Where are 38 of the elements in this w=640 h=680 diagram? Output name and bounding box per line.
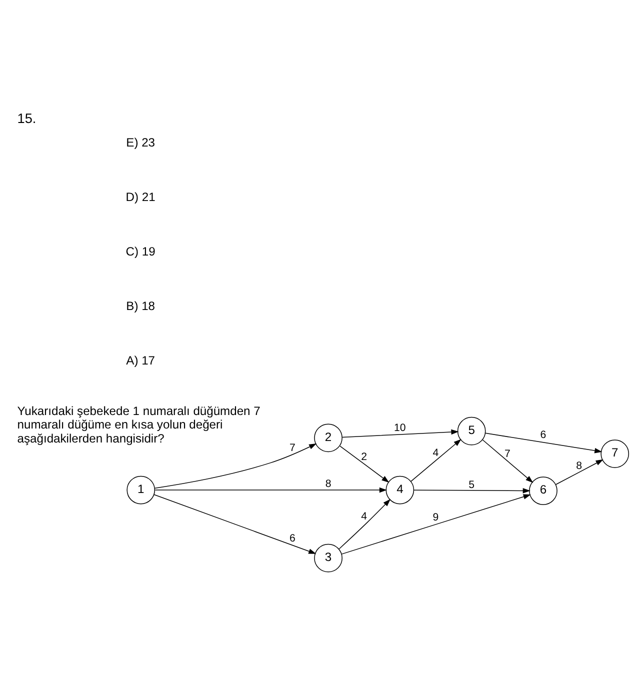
- edge-label: 7: [290, 441, 296, 454]
- edge-label: 6: [290, 532, 296, 544]
- edge-label: 4: [432, 446, 439, 459]
- arrow: [340, 445, 390, 482]
- arrow: [556, 458, 604, 484]
- edge-label: 4: [361, 510, 368, 522]
- label: B) 18: [126, 298, 156, 312]
- node-circle: 4: [386, 475, 414, 504]
- edge-label: 8: [576, 460, 582, 472]
- edge-label: 2: [361, 450, 368, 462]
- node-circle: 5: [457, 416, 486, 445]
- arrow: [482, 439, 534, 482]
- edge-label: 6: [540, 428, 546, 441]
- arrow: [414, 488, 530, 493]
- edge-label: 8: [325, 478, 332, 490]
- label: A) 17: [126, 352, 156, 367]
- node-circle: 1: [126, 475, 156, 504]
- node-circle: 3: [314, 543, 342, 572]
- label: D) 21: [126, 190, 156, 204]
- arrow: [342, 428, 459, 438]
- diagram-title: 15.: [17, 110, 36, 126]
- arrow: [338, 498, 391, 549]
- edge-label: 7: [504, 447, 510, 460]
- arrow: [410, 438, 462, 482]
- label: Yukarıdaki şebekede 1 numaralı düğümden 7 numaralı düğüme en kısa yolun değeri aşağıdakilerden hangisidir?: [17, 404, 260, 445]
- node-circle: 6: [529, 476, 558, 504]
- arrow: [341, 494, 531, 554]
- label: C) 19: [126, 244, 156, 258]
- arrow: [154, 494, 316, 554]
- edge-label: 9: [432, 510, 439, 523]
- edge-label: 10: [394, 422, 406, 434]
- arrow: [485, 432, 602, 453]
- edge-label: 5: [468, 478, 475, 490]
- arrow: [154, 486, 387, 492]
- node-circle: 7: [600, 439, 630, 468]
- label: E) 23: [126, 135, 156, 150]
- node-circle: 2: [314, 423, 342, 452]
- arrow: [154, 442, 317, 488]
